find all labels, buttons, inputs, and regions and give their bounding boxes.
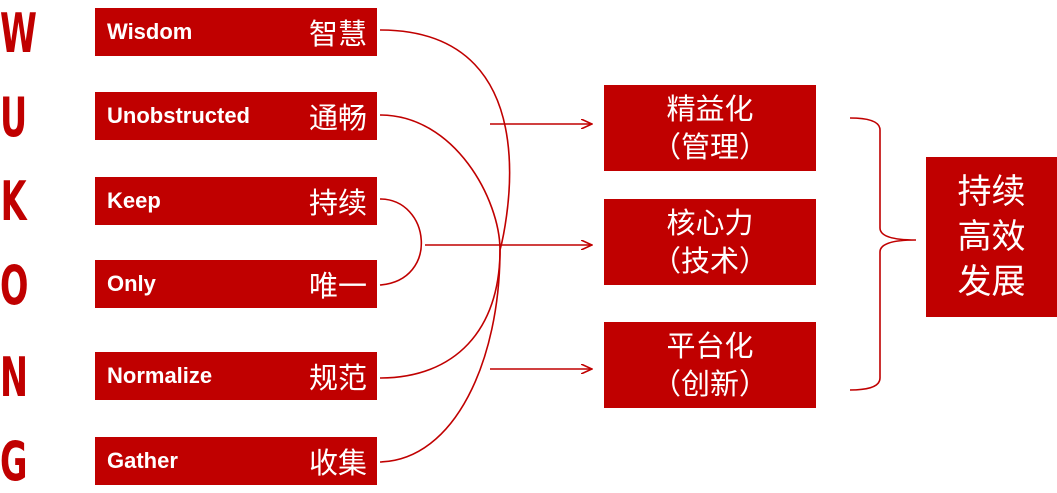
acronym-letter-g: G xyxy=(0,430,28,493)
principle-normalize: Normalize 规范 xyxy=(95,352,377,400)
outcome-lean-management: 精益化 （管理） xyxy=(604,85,816,171)
result-line: 持续 xyxy=(957,171,1026,212)
principle-zh-label: 唯一 xyxy=(308,269,367,303)
principle-en-label: Keep xyxy=(107,188,161,213)
outcome-subtitle: （创新） xyxy=(651,367,768,401)
principle-en-label: Unobstructed xyxy=(107,103,250,128)
result-line: 发展 xyxy=(957,261,1026,302)
principle-en-label: Gather xyxy=(107,448,178,473)
principle-wisdom: Wisdom 智慧 xyxy=(95,8,377,56)
principle-zh-label: 收集 xyxy=(308,446,367,480)
result-sustainable-development: 持续 高效 发展 xyxy=(926,157,1057,317)
principle-zh-label: 通畅 xyxy=(308,101,367,135)
principle-keep: Keep 持续 xyxy=(95,177,377,225)
outcome-title: 平台化 xyxy=(666,329,754,363)
principle-en-label: Only xyxy=(107,271,156,296)
acronym-letter-o: O xyxy=(0,254,29,317)
summary-brace xyxy=(849,117,917,391)
acronym-letter-u: U xyxy=(0,86,28,149)
principle-en-label: Normalize xyxy=(107,363,213,388)
principle-zh-label: 规范 xyxy=(308,361,367,395)
result-line: 高效 xyxy=(957,216,1026,257)
bracket-keep-only xyxy=(379,198,423,286)
outcome-subtitle: （技术） xyxy=(651,244,768,278)
principle-unobstructed: Unobstructed 通畅 xyxy=(95,92,377,140)
principle-only: Only 唯一 xyxy=(95,260,377,308)
acronym-letter-n: N xyxy=(0,346,29,409)
curve-wisdom xyxy=(379,29,511,463)
principle-zh-label: 智慧 xyxy=(308,17,367,51)
principle-gather: Gather 收集 xyxy=(95,437,377,485)
curve-unobstructed xyxy=(379,114,501,379)
outcome-core-technology: 核心力 （技术） xyxy=(604,199,816,285)
principle-en-label: Wisdom xyxy=(107,19,193,44)
acronym-letter-k: K xyxy=(0,170,27,233)
outcome-subtitle: （管理） xyxy=(651,130,768,164)
outcome-title: 精益化 xyxy=(666,92,754,126)
outcome-platform-innovation: 平台化 （创新） xyxy=(604,322,816,408)
principle-zh-label: 持续 xyxy=(308,186,367,220)
outcome-title: 核心力 xyxy=(666,206,754,240)
